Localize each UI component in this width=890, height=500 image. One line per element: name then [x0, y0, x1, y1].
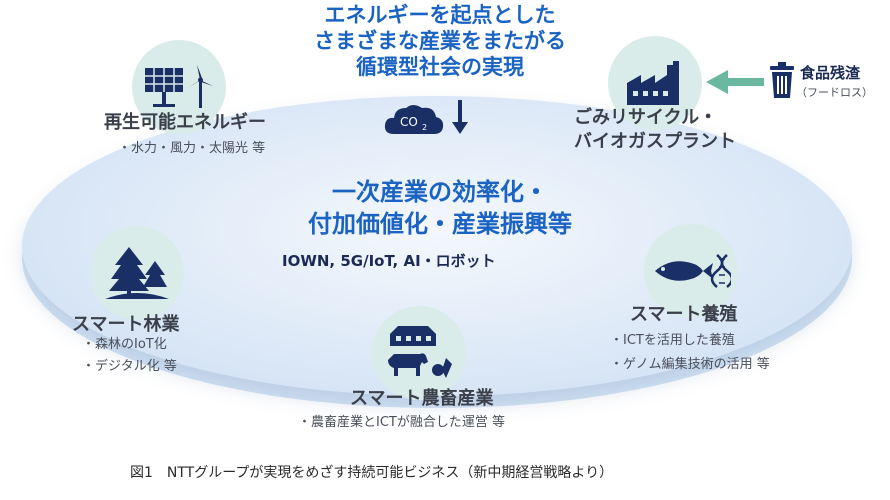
aquaculture-heading: スマート養殖 [630, 304, 738, 325]
tech-line: IOWN, 5G/IoT, AI・ロボット [282, 252, 496, 270]
farm-icon-circle [372, 306, 466, 400]
left-arrow-icon [706, 70, 764, 94]
factory-icon [627, 61, 679, 105]
tree-icon [105, 247, 169, 299]
title-line-2: さまざまな産業をまたがる [314, 29, 566, 53]
renewable-bullet: ・水力・風力・太陽光 等 [118, 141, 266, 156]
trash-can-icon [770, 62, 794, 98]
agriculture-heading: スマート農畜産業 [350, 388, 494, 409]
recycle-heading-line-2: バイオガスプラント [574, 131, 736, 152]
center-title: 一次産業の効率化・ 付加価値化・産業振興等 [270, 176, 610, 240]
forestry-bullet-2: ・デジタル化 等 [82, 359, 177, 374]
co2-subscript: 2 [422, 123, 427, 132]
forestry-heading: スマート林業 [72, 314, 180, 335]
food-waste-sub: （フードロス） [796, 86, 873, 99]
recycle-heading-line-1: ごみリサイクル・ [574, 107, 718, 128]
fish-icon-circle [644, 224, 738, 318]
recycle-heading: ごみリサイクル・ バイオガスプラント [574, 106, 736, 154]
center-line-2: 付加価値化・産業振興等 [308, 210, 572, 238]
center-line-1: 一次産業の効率化・ [332, 178, 548, 206]
food-waste-label: 食品残渣 [800, 64, 861, 82]
agriculture-bullet: ・農畜産業とICTが融合した運営 等 [298, 415, 505, 430]
aquaculture-bullet-1: ・ICTを活用した養殖 [610, 333, 735, 348]
forest-icon-circle [90, 226, 184, 320]
figure-caption: 図1 NTTグループが実現をめざす持続可能ビジネス（新中期経営戦略より） [130, 465, 614, 481]
farm-icon [388, 326, 452, 378]
title-line-3: 循環型社会の実現 [356, 55, 524, 79]
renewable-icon-circle [132, 40, 226, 134]
renewable-heading: 再生可能エネルギー [104, 112, 266, 133]
solar-wind-icon [145, 65, 213, 108]
factory-icon-circle [608, 36, 702, 130]
down-arrow-icon [452, 100, 468, 134]
fish-dna-icon [655, 254, 731, 288]
title-line-1: エネルギーを起点とした [324, 3, 556, 27]
co2-cloud-icon: CO 2 [384, 105, 444, 134]
forestry-bullet-1: ・森林のIoT化 [82, 337, 167, 352]
title: エネルギーを起点とした さまざまな産業をまたがる 循環型社会の実現 [290, 2, 590, 80]
aquaculture-bullet-2: ・ゲノム編集技術の活用 等 [610, 357, 770, 372]
co2-label: CO [400, 115, 418, 129]
